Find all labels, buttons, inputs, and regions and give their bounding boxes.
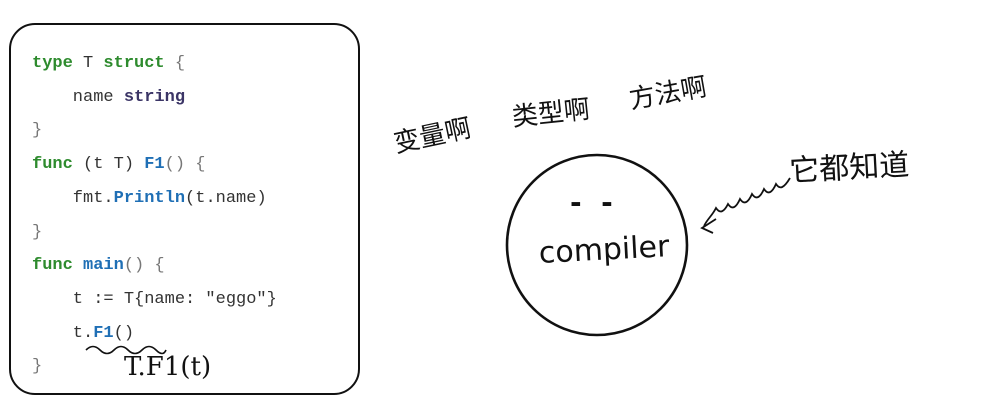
code-token: t := T{name: "eggo"} xyxy=(32,289,277,309)
code-token: () xyxy=(113,323,135,343)
code-token: } xyxy=(32,357,43,377)
code-line: } xyxy=(32,223,42,243)
code-token: func xyxy=(32,155,73,175)
code-token: (t.name) xyxy=(185,188,267,208)
code-line: } xyxy=(32,357,42,377)
code-token: Println xyxy=(113,188,186,208)
code-line: name string xyxy=(32,88,185,108)
compiler-face xyxy=(505,153,689,337)
code-token: type xyxy=(32,54,73,73)
code-line: fmt.Println(t.name) xyxy=(32,189,267,209)
code-token: F1 xyxy=(93,323,114,343)
code-token: string xyxy=(123,87,186,107)
label-knows-all: 它都知道 xyxy=(788,147,911,189)
code-token: fmt. xyxy=(32,188,114,208)
code-token: (t T) xyxy=(72,155,145,175)
code-token: } xyxy=(32,121,43,141)
code-token: F1 xyxy=(144,155,165,175)
compiler-label: compiler xyxy=(538,229,671,271)
code-line: func main() { xyxy=(32,256,165,276)
call-underline-wave xyxy=(85,345,167,355)
code-line: t := T{name: "eggo"} xyxy=(32,290,277,310)
code-line: t.F1() xyxy=(32,324,134,344)
code-line: type T struct { xyxy=(32,54,185,74)
code-line: } xyxy=(32,121,42,141)
code-line: func (t T) F1() { xyxy=(32,155,205,175)
code-token: func xyxy=(32,256,73,276)
squiggle-arrow-head xyxy=(700,218,717,234)
code-token: t. xyxy=(32,323,94,343)
code-token: { xyxy=(164,54,186,73)
code-token: } xyxy=(32,222,43,242)
code-token: struct xyxy=(103,54,165,73)
code-token: () { xyxy=(164,155,206,175)
code-panel xyxy=(9,23,360,395)
squiggle-arrow xyxy=(703,177,791,227)
code-token: main xyxy=(83,256,124,276)
code-token: () { xyxy=(123,256,165,276)
call-annotation: T.F1(t) xyxy=(124,352,212,382)
code-token: T xyxy=(72,54,104,73)
code-token: name xyxy=(32,87,124,107)
compiler-eyes: - - xyxy=(570,186,613,219)
